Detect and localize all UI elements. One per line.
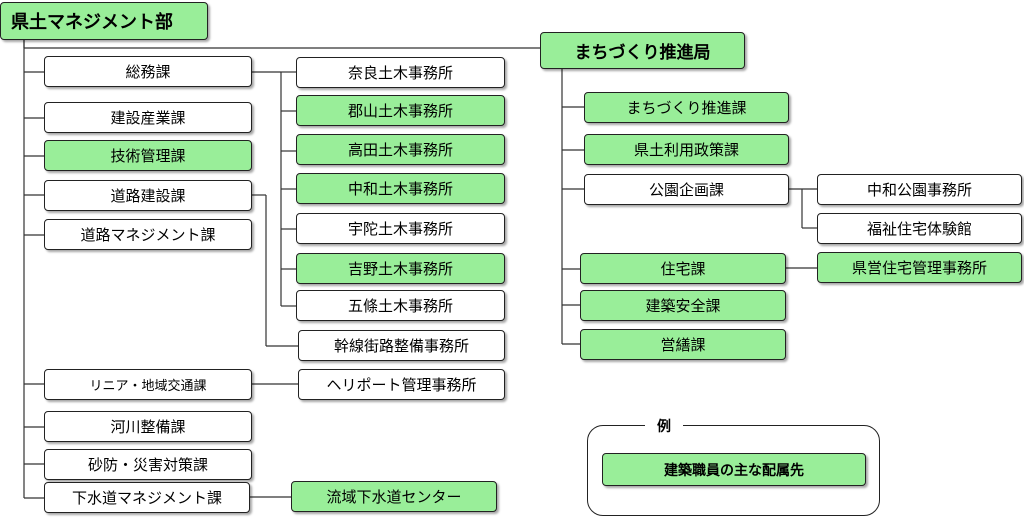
division-doro-kensetsu: 道路建設課 <box>44 180 252 211</box>
division-kendo-riyo: 県土利用政策課 <box>584 134 789 165</box>
division-kasen: 河川整備課 <box>44 411 252 442</box>
legend-frame <box>587 425 880 516</box>
division-soumu: 総務課 <box>44 56 252 87</box>
legend-title: 例 <box>645 416 683 436</box>
office-kenei: 県営住宅管理事務所 <box>817 252 1022 283</box>
office-chuwa: 中和土木事務所 <box>296 173 505 204</box>
office-nara: 奈良土木事務所 <box>296 57 505 88</box>
legend-item-highlight: 建築職員の主な配属先 <box>602 453 866 486</box>
division-koen: 公園企画課 <box>584 174 789 205</box>
division-machizukuri: まちづくり推進課 <box>584 92 789 123</box>
office-gojo: 五條土木事務所 <box>296 290 505 321</box>
division-sabo: 砂防・災害対策課 <box>44 449 252 480</box>
office-chuwa-koen: 中和公園事務所 <box>817 174 1022 205</box>
office-ryuiki: 流域下水道センター <box>291 481 497 512</box>
bureau-box: まちづくり推進局 <box>540 32 745 69</box>
office-yoshino: 吉野土木事務所 <box>296 253 505 284</box>
division-kenchiku-anzen: 建築安全課 <box>580 290 786 321</box>
office-kansen: 幹線街路整備事務所 <box>298 330 505 361</box>
office-heliport: ヘリポート管理事務所 <box>298 369 505 400</box>
office-takada: 高田土木事務所 <box>296 134 505 165</box>
division-gesuido: 下水道マネジメント課 <box>44 482 250 513</box>
department-box: 県土マネジメント部 <box>0 2 208 40</box>
division-gijutsu-kanri: 技術管理課 <box>44 140 252 171</box>
office-koriyama: 郡山土木事務所 <box>296 95 505 126</box>
office-uda: 宇陀土木事務所 <box>296 213 505 244</box>
division-eizen: 営繕課 <box>580 329 786 360</box>
division-jutaku: 住宅課 <box>580 253 786 284</box>
division-kensetsu-sangyo: 建設産業課 <box>44 102 252 133</box>
division-linear: リニア・地域交通課 <box>44 369 252 400</box>
division-doro-management: 道路マネジメント課 <box>44 219 252 250</box>
office-fukushi: 福祉住宅体験館 <box>817 213 1022 244</box>
